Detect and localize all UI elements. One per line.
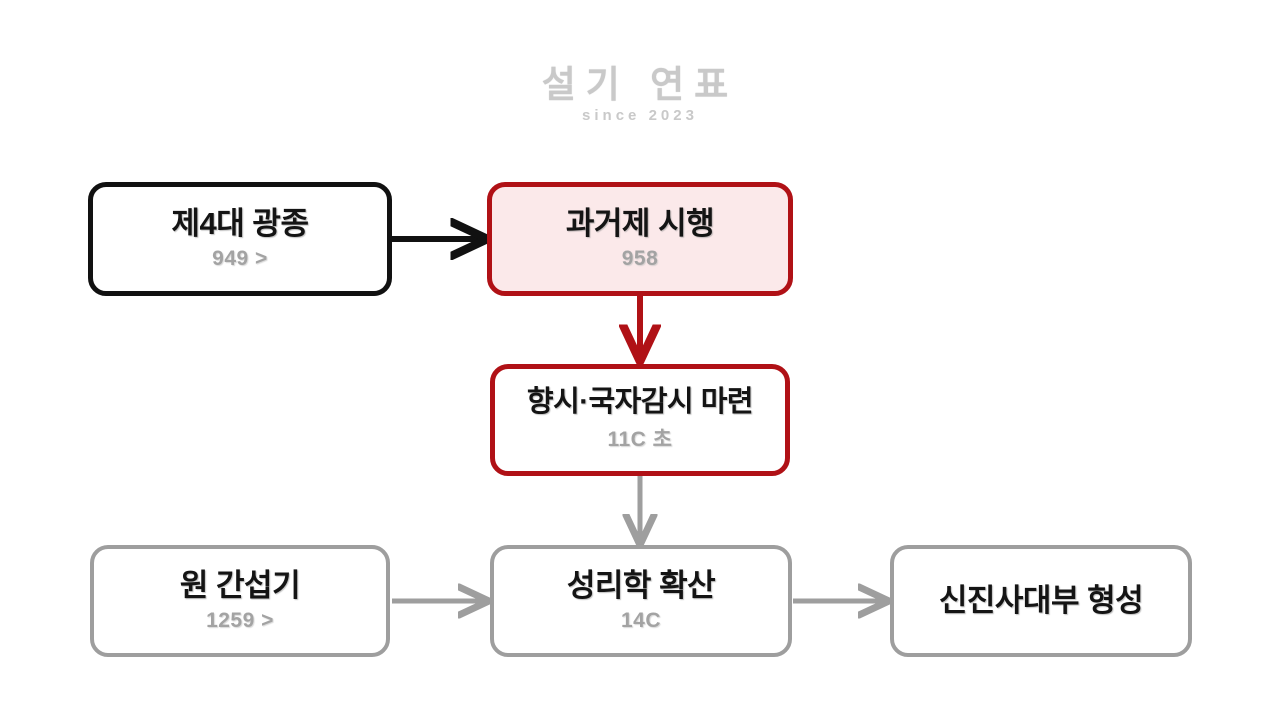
node-subtitle: 1259 >: [206, 608, 274, 632]
node-title: 향시·국자감시 마련: [526, 385, 754, 418]
node-won[interactable]: 원 간섭기 1259 >: [90, 545, 390, 657]
watermark-title: 설기 연표: [541, 64, 739, 105]
node-gwangjong[interactable]: 제4대 광종 949 >: [88, 182, 392, 296]
node-subtitle: 949 >: [212, 246, 268, 270]
node-subtitle: 11C 초: [607, 428, 673, 452]
node-gwageoje[interactable]: 과거제 시행 958: [487, 182, 793, 296]
node-title: 성리학 확산: [566, 568, 716, 604]
node-title: 제4대 광종: [171, 206, 309, 242]
node-subtitle: 958: [621, 246, 659, 270]
node-title: 원 간섭기: [179, 568, 301, 604]
node-seongnihak[interactable]: 성리학 확산 14C: [490, 545, 792, 657]
watermark-subtitle: since 2023: [582, 106, 698, 124]
node-subtitle: 14C: [620, 608, 662, 632]
watermark: 설기 연표 since 2023: [0, 64, 1280, 124]
node-hyangsi[interactable]: 향시·국자감시 마련 11C 초: [490, 364, 790, 476]
node-title: 신진사대부 형성: [938, 582, 1144, 618]
node-title: 과거제 시행: [565, 206, 715, 242]
node-sinjin[interactable]: 신진사대부 형성: [890, 545, 1192, 657]
